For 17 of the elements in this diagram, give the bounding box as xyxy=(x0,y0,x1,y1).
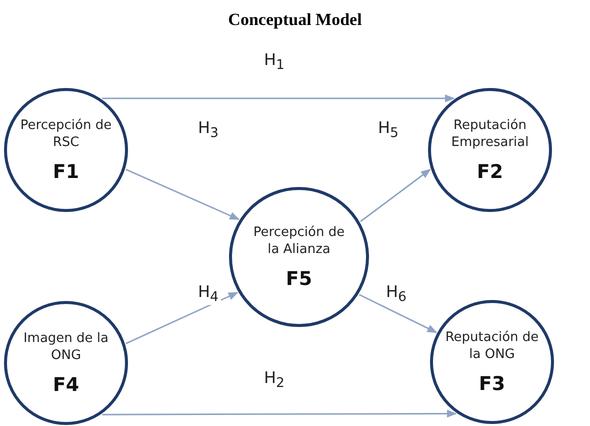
arrow xyxy=(126,168,240,220)
construct-name: Reputación Empresarial xyxy=(450,117,530,151)
factor-code: F3 xyxy=(478,373,506,395)
arrow xyxy=(102,410,457,418)
factor-code: F5 xyxy=(286,268,312,290)
title: Conceptual Model xyxy=(227,10,363,30)
construct-name: Reputación de la ONG xyxy=(444,329,540,363)
arrow xyxy=(126,292,238,344)
factor-code: F2 xyxy=(476,161,504,183)
construct-name: Percepción de la Alianza xyxy=(252,224,346,258)
arrow xyxy=(102,94,455,102)
factor-code: F4 xyxy=(52,374,80,396)
construct-name: Imagen de la ONG xyxy=(22,330,110,364)
factor-code: F1 xyxy=(52,161,80,183)
construct-name: Percepción de RSC xyxy=(19,117,113,151)
arrow xyxy=(358,294,438,334)
arrow xyxy=(360,168,431,222)
